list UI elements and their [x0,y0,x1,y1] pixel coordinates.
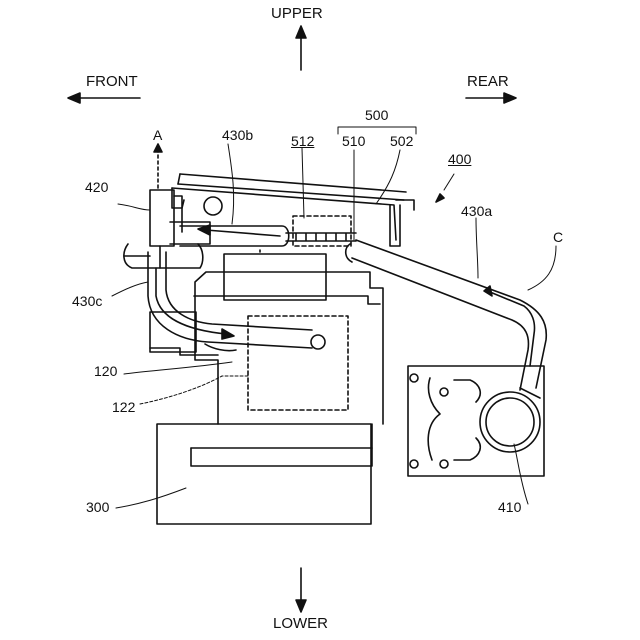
direction-lower-label: LOWER [273,616,328,631]
pipe-430a [346,240,547,390]
label-502: 502 [390,134,413,148]
component-410 [408,366,544,476]
label-430b: 430b [222,128,253,142]
hidden-component-122 [248,316,348,410]
label-400: 400 [448,152,471,166]
bracket-block-512 [286,216,356,246]
label-430c: 430c [72,294,102,308]
base-block-300 [157,424,372,524]
pipe-430b [180,225,289,246]
label-300: 300 [86,500,109,514]
direction-front-label: FRONT [86,74,138,89]
arrow-400-head [436,194,444,202]
label-510: 510 [342,134,365,148]
direction-rear-label: REAR [467,74,509,89]
label-430a: 430a [461,204,492,218]
label-512: 512 [291,134,314,148]
label-120: 120 [94,364,117,378]
label-c: C [553,230,563,244]
label-500: 500 [365,108,388,122]
label-122: 122 [112,400,135,414]
label-410: 410 [498,500,521,514]
arrow-a-head [154,144,162,152]
label-420: 420 [85,180,108,194]
direction-upper-label: UPPER [271,6,323,21]
label-a: A [153,128,162,142]
